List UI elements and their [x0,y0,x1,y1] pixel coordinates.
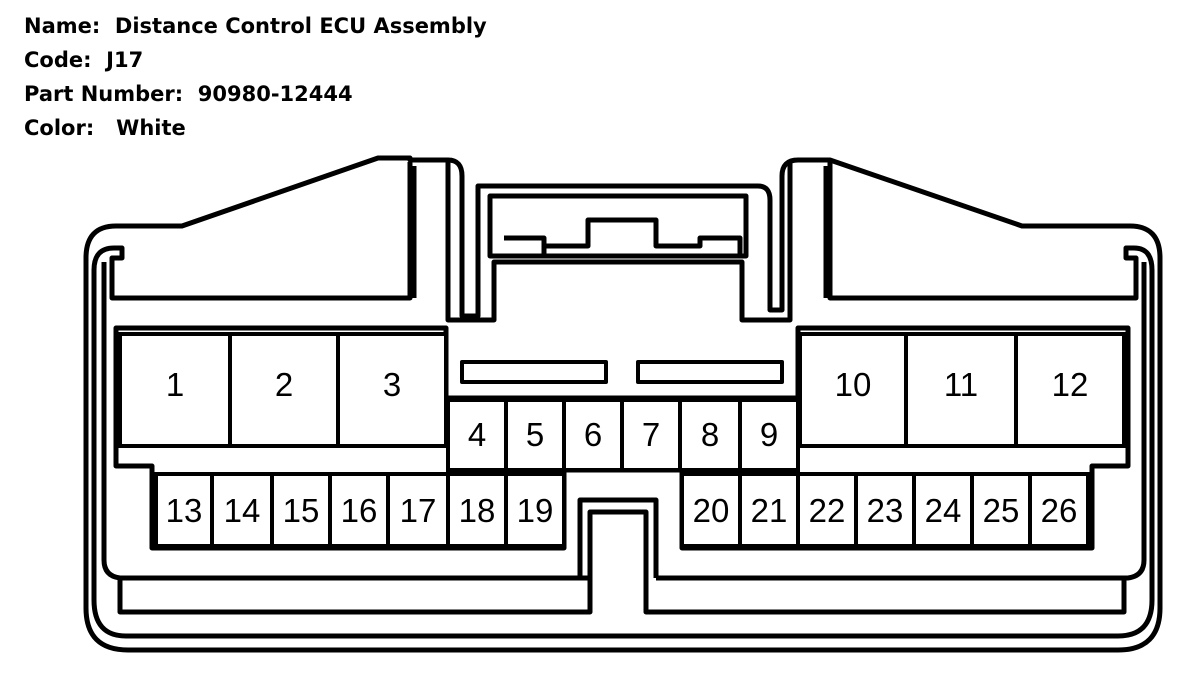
pin-label: 19 [517,492,554,529]
pin-25: 25 [970,472,1032,548]
pin-label: 26 [1041,492,1078,529]
pin-label: 20 [693,492,730,529]
pin-18: 18 [446,472,508,548]
pin-13: 13 [154,472,214,548]
info-code-line: Code: J17 [24,48,143,72]
pin-4: 4 [446,398,508,472]
pin-label: 3 [383,366,401,403]
pin-label: 12 [1052,366,1089,403]
info-part-number-line: Part Number: 90980-12444 [24,82,353,106]
pin-label: 11 [944,366,978,403]
pin-label: 24 [925,492,962,529]
code-value: J17 [106,48,144,72]
pin-23: 23 [854,472,916,548]
pin-19: 19 [504,472,566,548]
pin-2: 2 [228,332,340,448]
pin-cell [446,398,508,472]
pin-17: 17 [386,472,450,548]
pin-label: 15 [283,492,320,529]
pin-label: 1 [166,366,184,403]
pin-cell [738,472,800,548]
pin-cell [1014,332,1126,448]
name-label: Name: [24,14,101,38]
pin-cell [154,472,214,548]
pin-cell [504,398,566,472]
pin-cell [796,472,858,548]
pin-20: 20 [680,472,742,548]
pin-label: 17 [400,492,437,529]
pin-10: 10 [798,332,908,448]
pin-cell [504,472,566,548]
pin-21: 21 [738,472,800,548]
pin-12: 12 [1014,332,1126,448]
color-label: Color: [24,116,95,140]
pin-cell [798,332,908,448]
pin-6: 6 [562,398,624,472]
pin-cell [912,472,974,548]
name-value: Distance Control ECU Assembly [114,14,487,38]
pin-9: 9 [738,398,800,472]
pin-label: 21 [751,492,788,529]
pin-label: 9 [760,416,778,453]
pin-label: 4 [468,416,486,453]
pin-26: 26 [1028,472,1090,548]
pin-label: 14 [224,492,261,529]
pin-label: 25 [983,492,1020,529]
pin-label: 5 [526,416,544,453]
pin-label: 22 [809,492,846,529]
pin-cell [118,332,232,448]
pin-label: 13 [166,492,203,529]
pin-cell [386,472,450,548]
pin-7: 7 [620,398,682,472]
info-name-line: Name: Distance Control ECU Assembly [24,14,487,38]
part-number-value: 90980-12444 [197,82,353,106]
pin-5: 5 [504,398,566,472]
pin-24: 24 [912,472,974,548]
pin-label: 6 [584,416,602,453]
pin-14: 14 [210,472,274,548]
pin-cell [1028,472,1090,548]
pin-label: 10 [835,366,872,403]
part-number-label: Part Number: [24,82,184,106]
pin-cell [328,472,390,548]
pin-label: 23 [867,492,904,529]
pin-11: 11 [904,332,1018,448]
info-color-line: Color: White [24,116,186,140]
pin-label: 7 [642,416,660,453]
pin-cell [562,398,624,472]
pin-cell [970,472,1032,548]
pin-cell [446,472,508,548]
pin-22: 22 [796,472,858,548]
pin-cell [336,332,448,448]
code-label: Code: [24,48,92,72]
pin-cell [738,398,800,472]
pin-3: 3 [336,332,448,448]
pin-cell [620,398,682,472]
pin-15: 15 [270,472,332,548]
pin-cell [854,472,916,548]
pin-label: 8 [701,416,719,453]
pin-8: 8 [678,398,742,472]
pin-label: 16 [341,492,378,529]
color-value: White [116,116,186,140]
connector-housing [83,155,1163,653]
pin-label: 2 [275,366,293,403]
pin-1: 1 [118,332,232,448]
pin-16: 16 [328,472,390,548]
pin-label: 18 [459,492,496,529]
